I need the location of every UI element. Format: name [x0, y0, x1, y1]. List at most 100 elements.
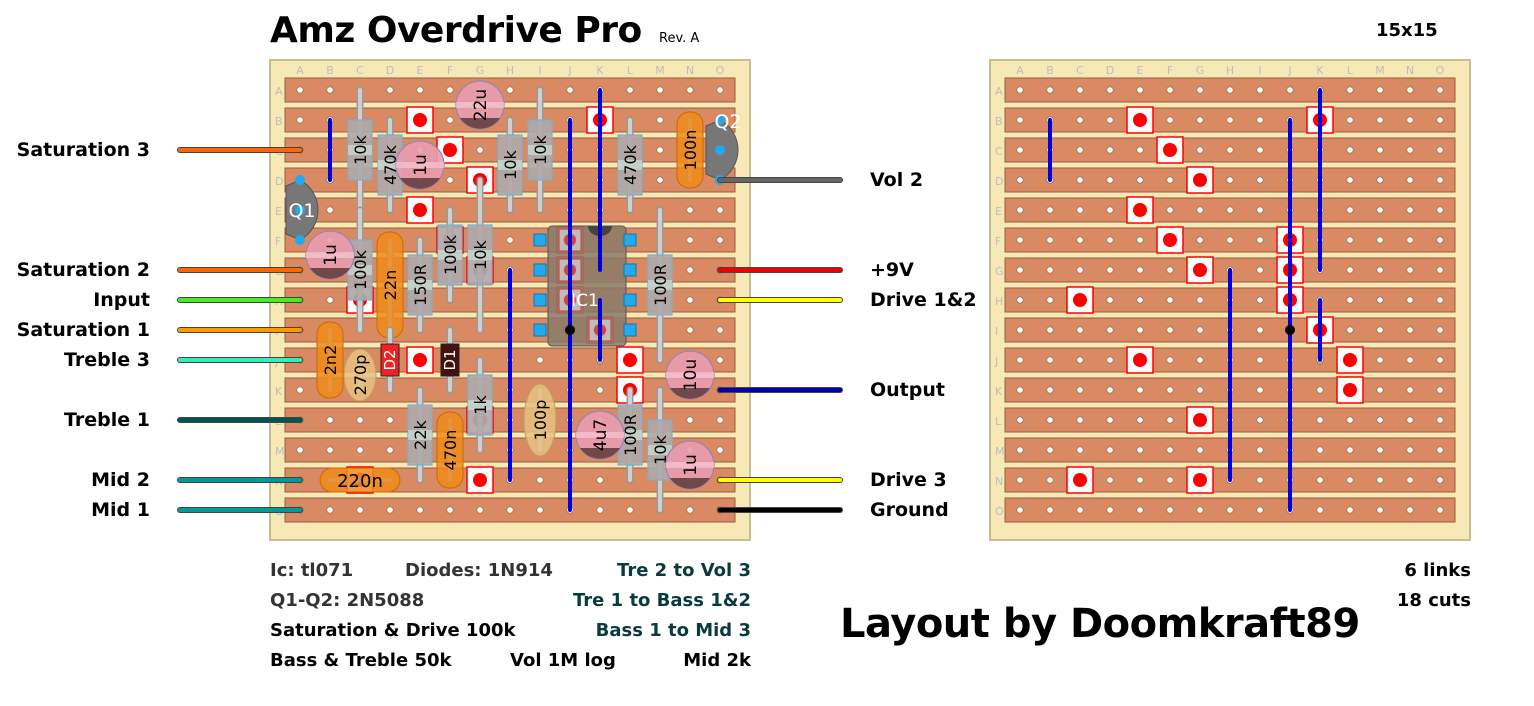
hole [386, 506, 394, 514]
column-label-B: B [1046, 64, 1054, 77]
hole [1196, 356, 1204, 364]
hole [1376, 86, 1384, 94]
hole [416, 86, 424, 94]
column-label-J: J [1287, 64, 1291, 77]
electrolytic-stripe [670, 478, 710, 489]
column-label-B: B [326, 64, 334, 77]
row-label-E: E [275, 205, 282, 218]
hole [1316, 416, 1324, 424]
hole [1076, 356, 1084, 364]
column-label-H: H [506, 64, 514, 77]
column-label-I: I [538, 64, 541, 77]
hole [356, 506, 364, 514]
hole [1166, 476, 1174, 484]
resistor-label: 10k [531, 134, 550, 164]
electrolytic-capacitor: 1u [305, 230, 355, 280]
hole [1136, 176, 1144, 184]
hole [716, 446, 724, 454]
column-label-D: D [1106, 64, 1114, 77]
resistor: 10k [347, 86, 373, 214]
electrolytic-stripe [670, 388, 710, 399]
hole [1016, 266, 1024, 274]
hole [1406, 116, 1414, 124]
hole [386, 416, 394, 424]
row-label-F: F [275, 235, 281, 248]
hole [716, 206, 724, 214]
cut-dot [1343, 353, 1357, 367]
film-capacitor: 100n [676, 111, 704, 189]
resistor-label: 470k [621, 144, 640, 185]
hole [1166, 116, 1174, 124]
wire-label-saturation-1: Saturation 1 [16, 319, 150, 341]
hole [1436, 176, 1444, 184]
hole [1016, 176, 1024, 184]
row-label-D: D [995, 175, 1003, 188]
cut-dot [1133, 113, 1147, 127]
hole [1196, 326, 1204, 334]
transistor-pin [715, 145, 725, 155]
electrolytic-capacitor: 1u [395, 140, 445, 190]
resistor-band [468, 250, 492, 260]
hole [686, 416, 694, 424]
hole [1076, 86, 1084, 94]
resistor: 470k [617, 116, 643, 214]
ic-pad [533, 293, 547, 307]
hole [1106, 146, 1114, 154]
hole [1166, 356, 1174, 364]
electrolytic-band [666, 372, 714, 378]
hole [1166, 386, 1174, 394]
hole [1046, 296, 1054, 304]
hole [1256, 296, 1264, 304]
hole [1376, 446, 1384, 454]
hole [1016, 236, 1024, 244]
hole [626, 86, 634, 94]
ceramic-cap-label: 270p [351, 355, 370, 396]
resistor: 100R [647, 206, 673, 364]
hole [1376, 176, 1384, 184]
cut-dot [1073, 473, 1087, 487]
column-label-N: N [686, 64, 694, 77]
junction-dot [1285, 325, 1295, 335]
hole [1436, 146, 1444, 154]
ceramic-capacitor: 100p [523, 383, 557, 457]
wire-label-output: Output [870, 379, 945, 401]
page-title: Amz Overdrive Pro [270, 10, 642, 51]
hole [1016, 146, 1024, 154]
cut-dot [473, 473, 487, 487]
hole [1376, 116, 1384, 124]
hole [1106, 176, 1114, 184]
film-cap-body [319, 467, 401, 493]
revision-label: Rev. A [659, 31, 700, 46]
row-label-J: J [994, 355, 998, 368]
hole [1196, 86, 1204, 94]
transistor-label: Q2 [714, 111, 741, 133]
row-label-O: O [995, 505, 1004, 518]
hole [1166, 446, 1174, 454]
resistor-band [498, 160, 522, 170]
board-size-label: 15x15 [1376, 20, 1438, 41]
cut-dot [1193, 173, 1207, 187]
hole [1196, 206, 1204, 214]
electrolytic-band [576, 432, 624, 438]
resistor-label: 470k [381, 144, 400, 185]
resistor: 10k [497, 116, 523, 214]
transistor-pin [715, 115, 725, 125]
column-label-D: D [386, 64, 394, 77]
diode: D1 [440, 326, 460, 394]
resistor-label: 22k [411, 419, 430, 449]
film-capacitor: 22n [376, 231, 404, 339]
film-cap-body [436, 411, 464, 489]
hole [296, 116, 304, 124]
hole [1076, 266, 1084, 274]
electrolytic-stripe [580, 448, 620, 459]
electrolytic-label: 1u [681, 454, 701, 476]
row-label-I: I [995, 325, 998, 338]
hole [1046, 506, 1054, 514]
row-label-B: B [995, 115, 1003, 128]
hole [326, 416, 334, 424]
hole [1046, 236, 1054, 244]
wire-label-treble-3: Treble 3 [64, 349, 150, 371]
hole [1136, 506, 1144, 514]
hole [1346, 476, 1354, 484]
hole [1136, 326, 1144, 334]
